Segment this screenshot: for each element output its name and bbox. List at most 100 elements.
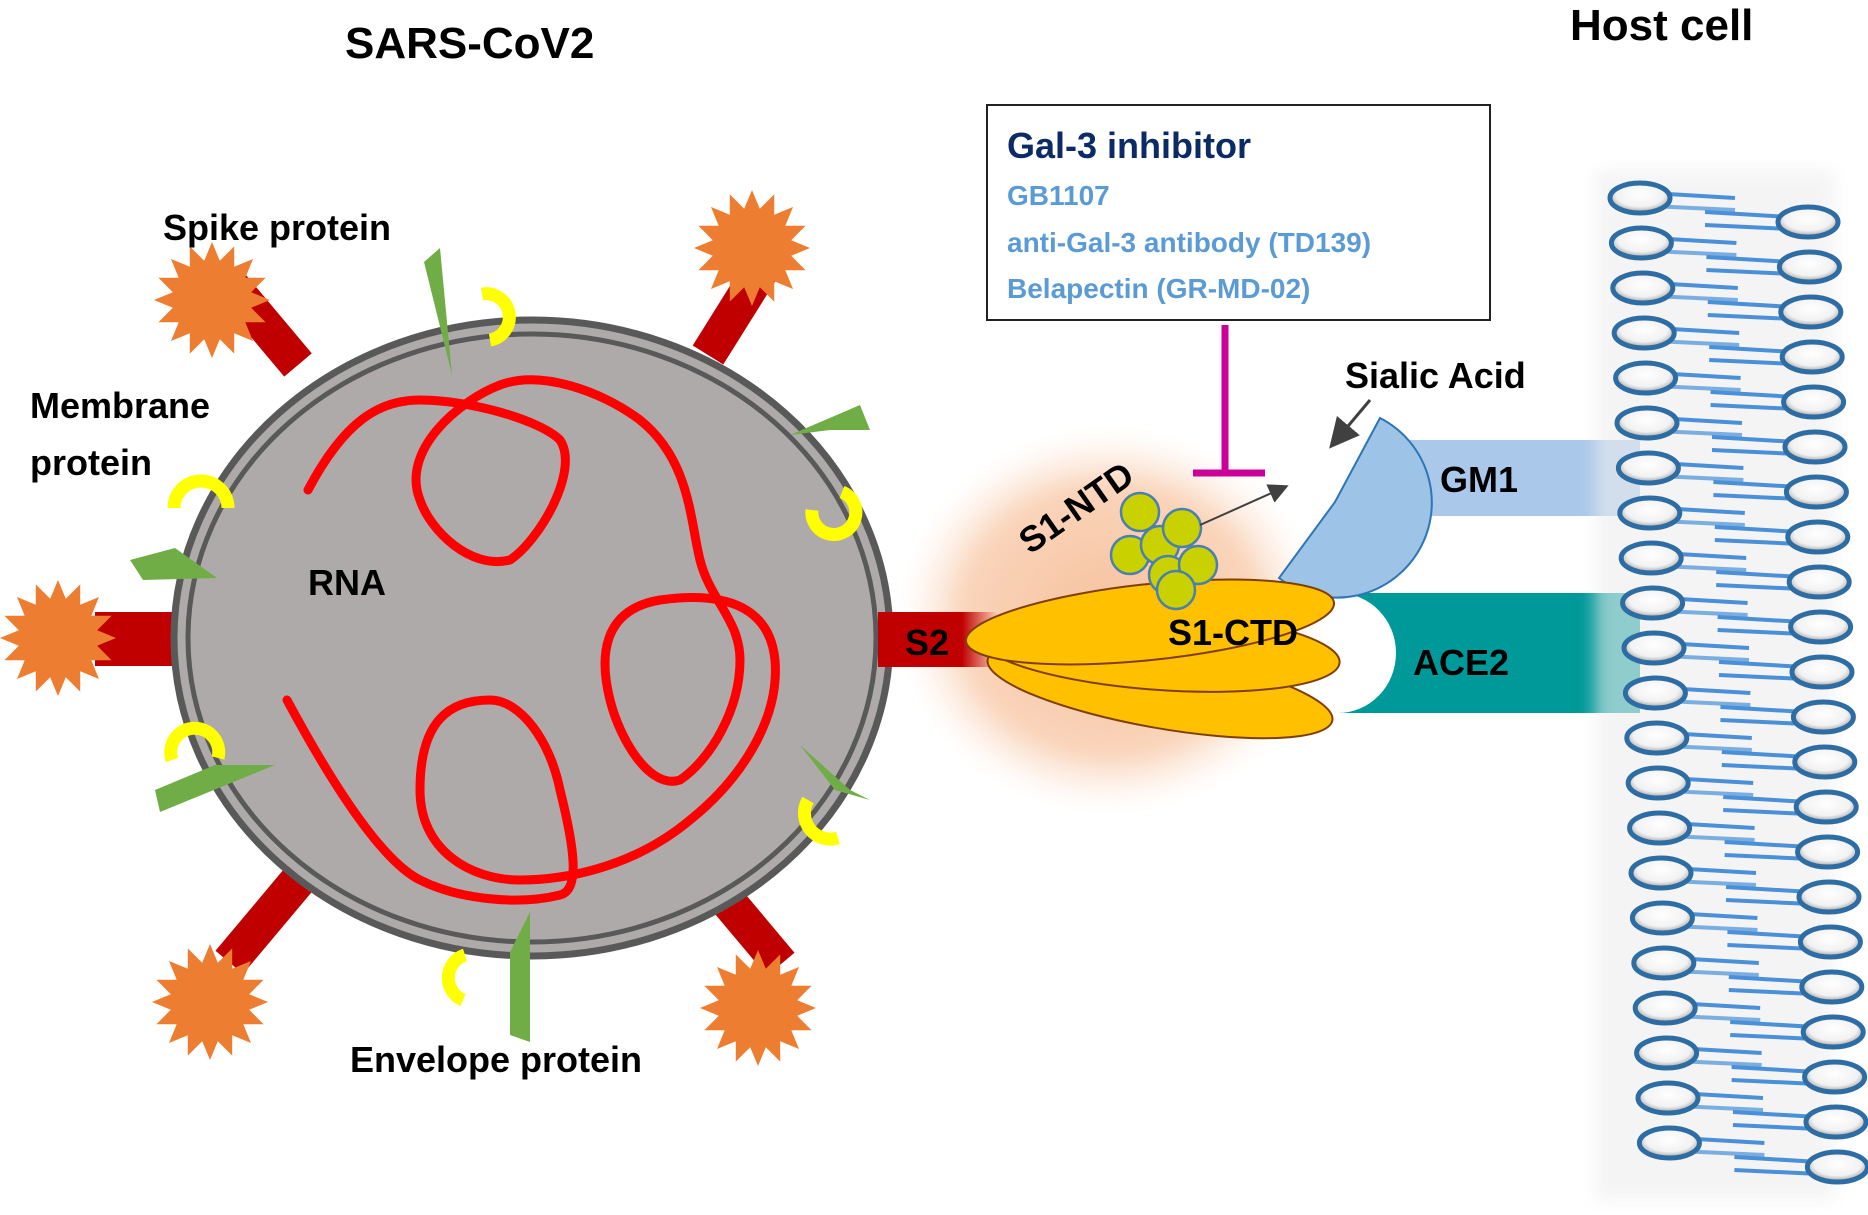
lipid-head <box>1796 879 1862 915</box>
lipid-tail <box>1731 1065 1817 1074</box>
lipid-tail <box>1709 358 1795 366</box>
lipid-head <box>1636 1125 1702 1161</box>
lipid-head <box>1775 204 1841 240</box>
lipid-head <box>1613 360 1679 396</box>
galectin-bead <box>1161 507 1203 549</box>
envelope-protein-label: Envelope protein <box>350 1039 642 1080</box>
membrane-protein <box>800 745 870 800</box>
lipid-tail <box>1730 1033 1816 1041</box>
lipid-head <box>1793 789 1859 825</box>
ace2-label: ACE2 <box>1413 642 1509 683</box>
lipid-tail <box>1713 493 1799 501</box>
lipid-head <box>1610 270 1676 306</box>
lipid-head <box>1624 720 1690 756</box>
lipid-head <box>1628 855 1694 891</box>
membrane-protein-label-1: Membrane <box>30 385 210 426</box>
lipid-tail <box>1725 885 1812 894</box>
lipid-tail <box>1714 538 1800 546</box>
inhibitor-box-frame <box>986 104 1491 321</box>
spike-stalk <box>215 866 314 974</box>
s1-ctd-label: S1-CTD <box>1168 612 1298 653</box>
lipid-tail <box>1732 1123 1819 1131</box>
sialic-acid-label: Sialic Acid <box>1345 355 1526 396</box>
membrane-protein-label-2: protein <box>30 442 152 483</box>
lipid-tail <box>1707 300 1793 309</box>
membrane-protein <box>790 405 870 435</box>
lipid-tail <box>1721 763 1807 771</box>
lipid-head <box>1795 834 1861 870</box>
envelope-proteins <box>164 287 863 1006</box>
lipid-head <box>1778 294 1844 330</box>
lipid-head <box>1634 1035 1700 1071</box>
envelope-protein <box>480 287 516 347</box>
lipid-tail <box>1710 390 1796 399</box>
lipid-tail <box>1725 898 1812 906</box>
lipid-head <box>1625 765 1691 801</box>
membrane-protein <box>510 912 530 1042</box>
inhibitor-item: GB1107 <box>1007 180 1110 211</box>
lipid-tail <box>1728 975 1814 984</box>
lipid-head <box>1611 315 1677 351</box>
lipid-tail <box>1721 750 1807 759</box>
lipid-tail <box>1727 930 1813 939</box>
sialic-acid <box>1277 416 1433 599</box>
lipid-head <box>1782 429 1848 465</box>
spike-head-icon <box>694 190 810 306</box>
lipid-tail <box>1732 1110 1819 1119</box>
lipid-head <box>1792 744 1858 780</box>
lipid-tail <box>1718 660 1805 669</box>
envelope-protein <box>441 948 468 1006</box>
gm1-label: GM1 <box>1440 459 1518 500</box>
lipid-tail <box>1723 795 1809 804</box>
virus-outer-membrane <box>170 316 894 960</box>
lipid-head <box>1788 609 1854 645</box>
lipid-tail <box>1718 673 1805 681</box>
lipid-tail <box>1716 583 1802 591</box>
membrane-protein <box>130 548 217 580</box>
lipid-head <box>1803 1104 1868 1140</box>
lipid-head <box>1607 180 1673 216</box>
virus-inner-membrane <box>185 331 879 945</box>
rna-strand <box>282 375 780 905</box>
spike-heads <box>0 190 816 1066</box>
spike-protein-label: Spike protein <box>163 207 391 248</box>
lipid-head <box>1786 564 1852 600</box>
lipid-head <box>1608 225 1674 261</box>
galectin-bead <box>1155 569 1197 611</box>
lipid-head <box>1618 540 1684 576</box>
s1-ntd-beads <box>1109 491 1219 611</box>
sialic-acid-pointer-arrow <box>1329 399 1372 449</box>
s1-ctd <box>964 578 1341 740</box>
lipid-head <box>1783 474 1849 510</box>
lipid-head <box>1781 384 1847 420</box>
host-cell-membrane <box>1595 170 1868 1200</box>
virus-title: SARS-CoV2 <box>345 19 594 68</box>
envelope-protein <box>167 474 235 509</box>
lipid-tail <box>1724 853 1810 861</box>
envelope-protein <box>805 485 863 541</box>
lipid-tail <box>1716 570 1802 579</box>
envelope-protein <box>164 721 226 763</box>
lipid-head <box>1631 945 1697 981</box>
lipid-tail <box>1706 255 1792 264</box>
lipid-head <box>1779 339 1845 375</box>
lipid-head <box>1629 900 1695 936</box>
lipid-head <box>1622 675 1688 711</box>
lipid-head <box>1802 1059 1868 1095</box>
lipid-tail <box>1711 435 1798 444</box>
rna-label: RNA <box>308 562 386 603</box>
spike-head-icon <box>152 944 268 1060</box>
lipid-tail <box>1734 1168 1820 1176</box>
lipid-tail <box>1734 1155 1820 1164</box>
lipid-head <box>1804 1149 1868 1185</box>
host-title: Host cell <box>1570 1 1753 50</box>
lipid-tail <box>1704 210 1791 219</box>
inhibitor-item: anti-Gal-3 antibody (TD139) <box>1007 227 1371 258</box>
lipid-tail <box>1724 840 1810 849</box>
lipid-head <box>1617 495 1683 531</box>
lipid-tail <box>1728 988 1814 996</box>
lipid-head <box>1632 990 1698 1026</box>
lipid-head <box>1615 450 1681 486</box>
lipid-head <box>1789 654 1855 690</box>
lipid-tail <box>1713 480 1799 489</box>
